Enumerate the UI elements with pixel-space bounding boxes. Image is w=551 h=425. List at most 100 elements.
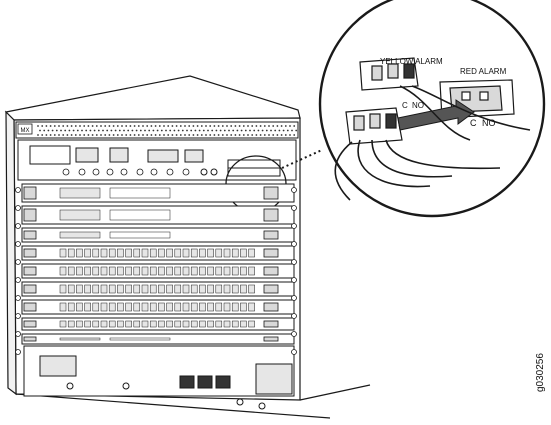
vent-hole <box>156 129 159 132</box>
vent-hole <box>198 129 201 132</box>
vent-hole <box>129 134 132 136</box>
port-module <box>125 320 132 328</box>
vent-hole <box>228 129 230 132</box>
vent-hole <box>209 125 212 127</box>
vent-hole <box>226 125 228 127</box>
handle-screw <box>291 295 297 301</box>
vent-hole <box>259 125 262 127</box>
handle-screw <box>15 331 21 337</box>
vent-hole <box>160 129 163 132</box>
port-module <box>182 320 190 328</box>
port-module <box>207 302 214 312</box>
vent-hole <box>232 129 235 132</box>
port-module <box>166 320 173 328</box>
chassis-base-line <box>15 393 331 419</box>
vent-hole <box>251 134 254 136</box>
alarm-connector-plug <box>345 107 403 145</box>
port-module <box>59 302 67 312</box>
vent-hole <box>70 134 73 136</box>
vent-hole <box>190 129 193 132</box>
vent-hole <box>110 129 113 132</box>
port-module <box>76 284 83 294</box>
port-module <box>166 302 173 312</box>
c-terminal-label-left: C <box>402 101 408 110</box>
port-module <box>149 302 157 312</box>
craft-button <box>120 168 128 176</box>
card-ejector-left <box>23 230 37 240</box>
vent-hole <box>66 134 69 136</box>
vent-hole <box>66 125 69 127</box>
chassis-badge-text: MX <box>21 128 30 134</box>
vent-hole <box>194 129 197 132</box>
vent-hole <box>95 125 98 127</box>
port-module <box>117 320 124 328</box>
port-module <box>190 284 198 294</box>
card-ejector-left <box>23 186 37 200</box>
port-module <box>76 302 83 312</box>
vent-hole <box>76 129 79 132</box>
vent-hole <box>179 134 182 136</box>
vent-hole <box>108 134 111 136</box>
port-module <box>92 302 100 312</box>
craft-button <box>78 168 86 176</box>
vent-hole <box>175 125 178 127</box>
port-module <box>182 302 190 312</box>
handle-screw <box>291 259 297 265</box>
port-module <box>100 302 108 312</box>
card-ejector-right <box>263 230 279 240</box>
vent-hole <box>184 125 186 127</box>
vent-hole <box>39 129 41 132</box>
card-ejector-left <box>23 320 37 328</box>
card-detail <box>109 337 171 341</box>
card-ejector-left <box>23 336 37 342</box>
vent-hole <box>41 125 44 127</box>
port-module <box>67 284 75 294</box>
craft-button <box>182 168 190 176</box>
vent-hole <box>223 129 226 132</box>
port-module <box>248 284 255 294</box>
port-module <box>141 302 149 312</box>
vent-hole <box>142 134 144 136</box>
alarm-wires <box>334 85 531 201</box>
handle-screw <box>15 259 21 265</box>
vent-hole <box>62 125 65 127</box>
vent-hole <box>163 125 165 127</box>
port-module <box>199 320 206 328</box>
vent-hole <box>116 134 119 136</box>
line-card-slots <box>21 183 295 345</box>
vent-hole <box>95 134 98 136</box>
vent-hole <box>188 125 191 127</box>
port-module <box>199 302 206 312</box>
vent-hole <box>131 129 134 132</box>
port-module <box>215 320 223 328</box>
vent-hole <box>213 134 216 136</box>
handle-screw <box>15 277 21 283</box>
vent-hole <box>238 134 241 136</box>
card-ejector-left <box>23 248 37 258</box>
vent-hole <box>280 134 283 136</box>
vent-hole <box>175 134 178 136</box>
vent-hole <box>242 134 245 136</box>
vent-hole <box>37 134 39 136</box>
vent-hole <box>58 134 60 136</box>
vent-hole <box>234 134 237 136</box>
vent-hole <box>154 134 157 136</box>
vent-hole <box>261 129 264 132</box>
vent-hole <box>284 125 287 127</box>
port-module <box>215 266 223 276</box>
port-module <box>117 302 124 312</box>
port-module <box>67 248 75 258</box>
craft-button <box>62 168 70 176</box>
handle-screw <box>291 313 297 319</box>
vent-hole <box>173 129 176 132</box>
vent-hole <box>217 125 220 127</box>
vent-hole <box>169 129 172 132</box>
vent-hole <box>286 129 289 132</box>
card-detail <box>59 187 101 199</box>
vent-hole <box>282 129 285 132</box>
card-ejector-right <box>263 320 279 328</box>
vent-hole <box>259 134 262 136</box>
vent-hole <box>265 129 268 132</box>
port-module <box>133 284 141 294</box>
vent-hole <box>213 125 216 127</box>
